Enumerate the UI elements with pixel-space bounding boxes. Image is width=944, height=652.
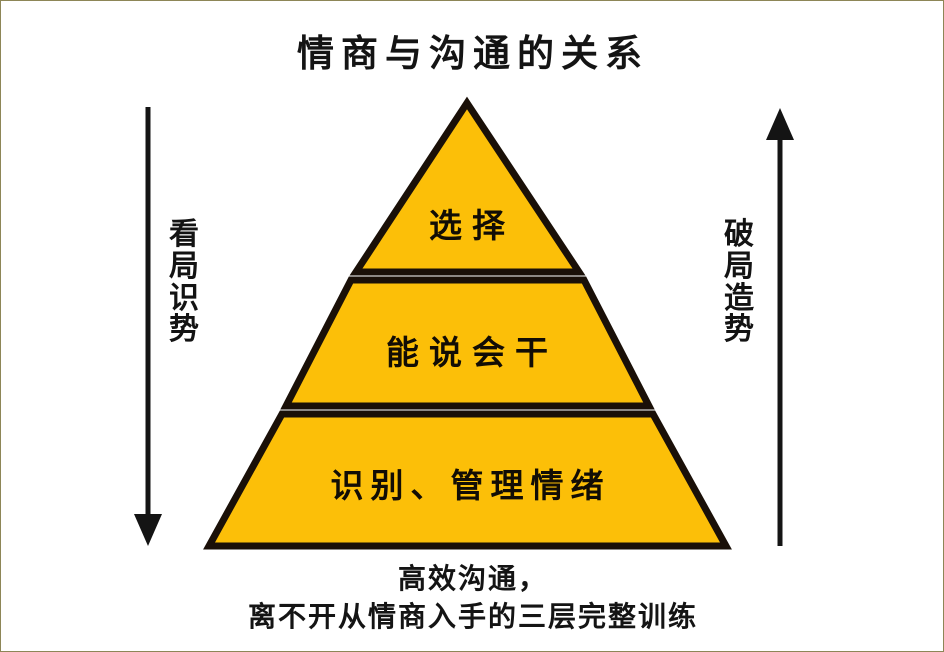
- right-vertical-label: 破 局 造 势: [719, 219, 759, 346]
- right-vertical-label-char-4: 势: [724, 313, 754, 347]
- right-vertical-label-char-2: 局: [724, 249, 754, 283]
- left-vertical-label-char-4: 势: [169, 313, 199, 347]
- pyramid-tier-1-shape[interactable]: [349, 96, 586, 276]
- caption-line-2: 离不开从情商入手的三层完整训练: [247, 601, 698, 633]
- caption: 高效沟通， 离不开从情商入手的三层完整训练: [1, 561, 943, 637]
- down-arrow-icon: [134, 107, 162, 546]
- page-title: 情商与沟通的关系: [297, 34, 649, 75]
- right-vertical-label-char-1: 破: [724, 218, 754, 251]
- left-vertical-label-char-2: 局: [169, 249, 199, 283]
- left-vertical-label: 看 局 识 势: [164, 219, 204, 346]
- left-vertical-label-char-3: 识: [169, 281, 199, 315]
- pyramid-tier-3-shape[interactable]: [203, 410, 732, 550]
- left-vertical-label-char-1: 看: [169, 218, 199, 251]
- up-arrow-icon: [766, 108, 794, 546]
- caption-line-1: 高效沟通，: [397, 564, 548, 595]
- pyramid-tier-2-shape[interactable]: [280, 276, 655, 410]
- right-vertical-label-char-3: 造: [724, 281, 754, 315]
